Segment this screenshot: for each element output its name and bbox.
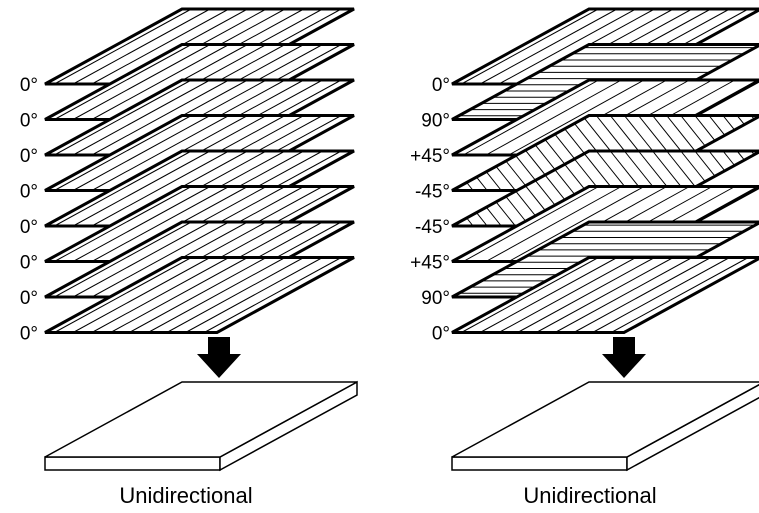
right-angle-label-3: +45° xyxy=(410,146,450,167)
right-ply-stack: 0° 90° +45° -45° -45° +45° 90° 0° xyxy=(410,7,759,345)
right-angle-label-1: 0° xyxy=(432,75,450,96)
left-angle-label-4: 0° xyxy=(20,182,38,203)
left-angle-label-6: 0° xyxy=(20,253,38,274)
right-angle-label-8: 0° xyxy=(432,324,450,345)
left-angle-label-3: 0° xyxy=(20,146,38,167)
left-caption: Unidirectional xyxy=(119,483,252,508)
left-angle-label-8: 0° xyxy=(20,324,38,345)
left-angle-label-7: 0° xyxy=(20,288,38,309)
right-angle-label-2: 90° xyxy=(421,111,450,132)
right-caption: Unidirectional xyxy=(523,483,656,508)
left-angle-label-1: 0° xyxy=(20,75,38,96)
left-ply-8 xyxy=(44,256,355,334)
right-angle-label-7: 90° xyxy=(421,288,450,309)
left-angle-label-5: 0° xyxy=(20,217,38,238)
left-laminate-slab xyxy=(44,380,358,472)
left-ply-8-hatch xyxy=(54,257,342,333)
left-ply-stack: 0° 0° 0° 0° 0° 0° 0° 0° xyxy=(20,7,355,345)
right-ply-8 xyxy=(451,256,759,334)
right-down-arrow xyxy=(602,337,646,378)
left-down-arrow xyxy=(197,337,241,378)
right-angle-label-6: +45° xyxy=(410,253,450,274)
right-angle-label-5: -45° xyxy=(415,217,450,238)
right-laminate-slab xyxy=(451,381,759,472)
left-angle-label-2: 0° xyxy=(20,111,38,132)
right-angle-label-4: -45° xyxy=(415,182,450,203)
right-ply-8-hatch xyxy=(461,257,749,333)
